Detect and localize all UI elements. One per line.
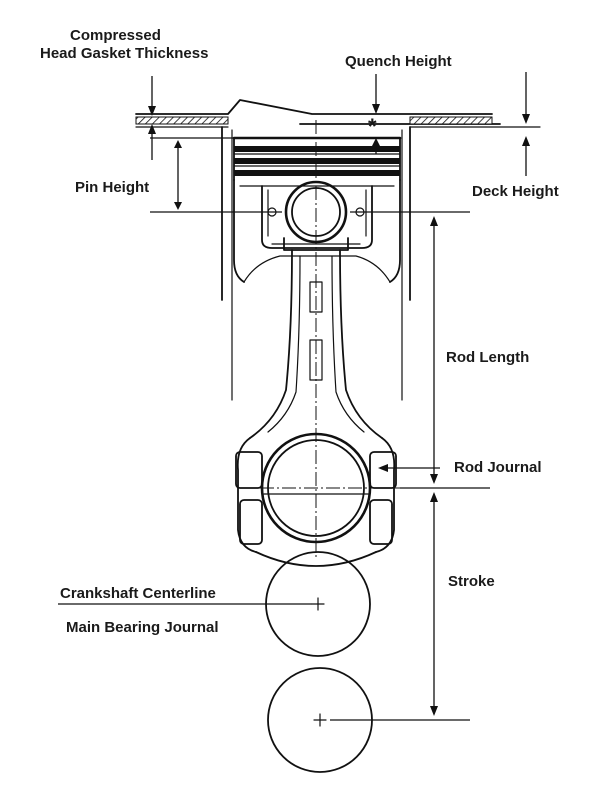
label-pin-height: Pin Height xyxy=(75,179,149,196)
label-rod-journal: Rod Journal xyxy=(454,459,542,476)
label-main-bearing-journal: Main Bearing Journal xyxy=(66,619,219,636)
rod-journal-leader xyxy=(378,464,440,472)
cylinder-wall-right xyxy=(401,126,411,401)
head-gasket-left xyxy=(135,116,229,128)
quench-height-dimension xyxy=(372,74,380,154)
gasket-thickness-dimension xyxy=(148,76,156,160)
deck-height-dimension xyxy=(522,72,530,176)
rod-length-dimension xyxy=(350,211,470,484)
stroke-dimension xyxy=(330,487,490,721)
piston xyxy=(232,136,402,283)
label-quench-height: Quench Height xyxy=(345,53,452,70)
cylinder-wall-left xyxy=(221,126,233,401)
connecting-rod xyxy=(235,237,397,567)
label-compressed: Compressed xyxy=(70,27,161,44)
label-head-gasket-thickness: Head Gasket Thickness xyxy=(40,45,208,62)
head-gasket-right xyxy=(409,116,541,128)
label-stroke: Stroke xyxy=(448,573,495,590)
label-deck-height: Deck Height xyxy=(472,183,559,200)
label-crankshaft-centerline: Crankshaft Centerline xyxy=(60,585,216,602)
piston-rings xyxy=(233,146,401,176)
label-quench-marker: * xyxy=(368,114,377,139)
pin-height-dimension xyxy=(150,137,282,213)
label-rod-length: Rod Length xyxy=(446,349,529,366)
